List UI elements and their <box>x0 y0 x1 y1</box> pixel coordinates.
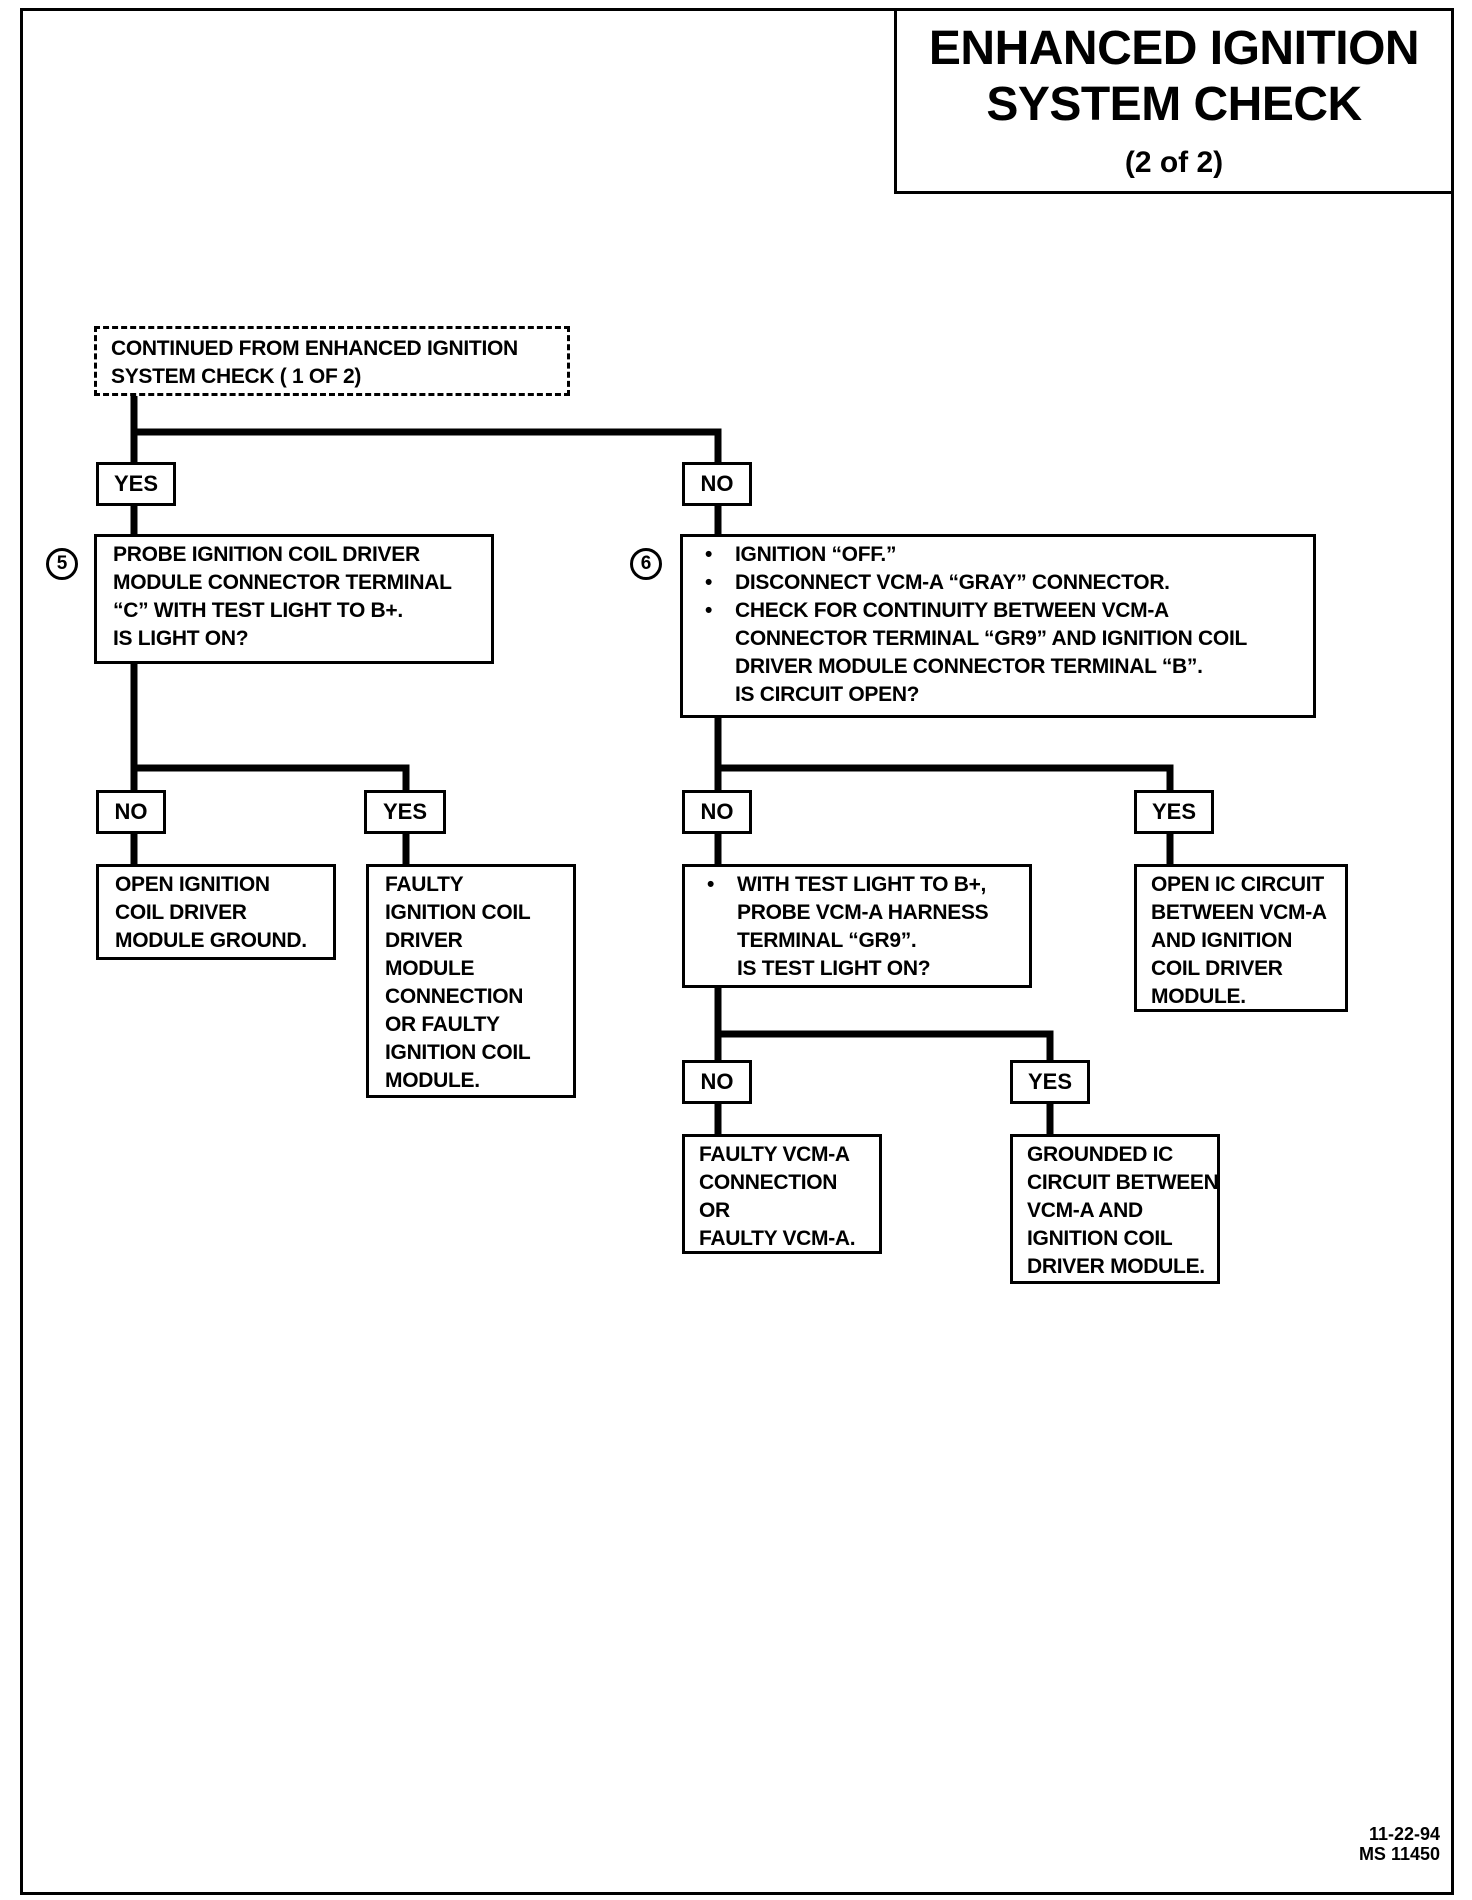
result-grounded-ic-line-2: CIRCUIT BETWEEN <box>1027 1171 1219 1194</box>
yes-text: YES <box>382 799 428 824</box>
step-5-question: IS LIGHT ON? <box>113 627 249 650</box>
continued-line-2: SYSTEM CHECK ( 1 OF 2) <box>111 365 362 388</box>
result-faulty-module-line-1: FAULTY <box>385 873 464 896</box>
step-5-line-2: MODULE CONNECTOR TERMINAL <box>113 571 452 594</box>
result-faulty-module-line-3: DRIVER <box>385 929 463 952</box>
probe-vcm-bullet-line-1: WITH TEST LIGHT TO B+, <box>701 871 1029 899</box>
no-text: NO <box>700 799 734 824</box>
yes-text: YES <box>1151 799 1197 824</box>
result-open-ic-line-2: BETWEEN VCM-A <box>1151 901 1327 924</box>
title-page-indicator: (2 of 2) <box>1124 146 1224 179</box>
result-grounded-ic-line-1: GROUNDED IC <box>1027 1143 1174 1166</box>
yes-label-step6: YES <box>1134 790 1214 834</box>
no-label-step6: NO <box>682 790 752 834</box>
result-faulty-vcm-line-1: FAULTY VCM-A <box>699 1143 850 1166</box>
probe-vcm-bullet-line-2: PROBE VCM-A HARNESS <box>737 901 989 924</box>
result-faulty-module-line-2: IGNITION COIL <box>385 901 531 924</box>
result-open-ic-line-5: MODULE. <box>1151 985 1246 1008</box>
continued-from-box: CONTINUED FROM ENHANCED IGNITION SYSTEM … <box>94 326 570 396</box>
yes-label-probe: YES <box>1010 1060 1090 1104</box>
title-line-2: SYSTEM CHECK <box>986 78 1362 131</box>
result-faulty-vcm-line-4: FAULTY VCM-A. <box>699 1227 856 1250</box>
connector-start-split <box>130 388 722 466</box>
title-box: ENHANCED IGNITION SYSTEM CHECK (2 of 2) <box>894 8 1454 194</box>
continued-line-1: CONTINUED FROM ENHANCED IGNITION <box>111 337 518 360</box>
step-5-number: 5 <box>46 548 78 580</box>
no-label-step5: NO <box>96 790 166 834</box>
yes-label-start: YES <box>96 462 176 506</box>
result-faulty-module-line-8: MODULE. <box>385 1069 480 1092</box>
probe-vcm-box: WITH TEST LIGHT TO B+, PROBE VCM-A HARNE… <box>682 864 1032 988</box>
footer-code: MS 11450 <box>1358 1844 1440 1864</box>
step-6-number-text: 6 <box>640 553 652 574</box>
yes-text: YES <box>1027 1069 1073 1094</box>
result-grounded-ic-line-4: IGNITION COIL <box>1027 1227 1173 1250</box>
result-open-ic-line-4: COIL DRIVER <box>1151 957 1283 980</box>
result-grounded-ic-line-3: VCM-A AND <box>1027 1199 1143 1222</box>
step-6-question: IS CIRCUIT OPEN? <box>735 683 920 706</box>
result-open-ic-box: OPEN IC CIRCUIT BETWEEN VCM-A AND IGNITI… <box>1134 864 1348 1012</box>
step-6-bullet-3-line-2: CONNECTOR TERMINAL “GR9” AND IGNITION CO… <box>735 627 1248 650</box>
probe-vcm-bullet-line-3: TERMINAL “GR9”. <box>737 929 917 952</box>
result-open-ground-box: OPEN IGNITION COIL DRIVER MODULE GROUND. <box>96 864 336 960</box>
result-faulty-vcm-line-3: OR <box>699 1199 730 1222</box>
result-faulty-module-box: FAULTY IGNITION COIL DRIVER MODULE CONNE… <box>366 864 576 1098</box>
probe-vcm-question: IS TEST LIGHT ON? <box>737 957 931 980</box>
result-grounded-ic-line-5: DRIVER MODULE. <box>1027 1255 1205 1278</box>
no-text: NO <box>700 471 734 496</box>
result-open-ic-line-1: OPEN IC CIRCUIT <box>1151 873 1324 896</box>
result-open-ground-line-2: COIL DRIVER <box>115 901 247 924</box>
result-open-ground-line-1: OPEN IGNITION <box>115 873 270 896</box>
result-faulty-module-line-4: MODULE <box>385 957 475 980</box>
step-5-number-text: 5 <box>56 553 68 574</box>
footer-reference: 11-22-94 MS 11450 <box>1359 1824 1440 1864</box>
result-faulty-module-line-7: IGNITION COIL <box>385 1041 531 1064</box>
no-label-probe: NO <box>682 1060 752 1104</box>
title-line-1: ENHANCED IGNITION <box>928 22 1420 75</box>
step-5-line-1: PROBE IGNITION COIL DRIVER <box>113 543 420 566</box>
connector-probe-split <box>714 982 1054 1064</box>
step-6-number: 6 <box>630 548 662 580</box>
no-label-start: NO <box>682 462 752 506</box>
page-frame <box>20 8 1454 1895</box>
step-6-bullet-1: IGNITION “OFF.” <box>699 541 1313 569</box>
step-6-bullet-3: CHECK FOR CONTINUITY BETWEEN VCM-A <box>699 597 1313 625</box>
connector-step5-split <box>130 658 410 794</box>
result-faulty-module-line-6: OR FAULTY <box>385 1013 500 1036</box>
result-open-ic-line-3: AND IGNITION <box>1151 929 1293 952</box>
result-faulty-vcm-line-2: CONNECTION <box>699 1171 838 1194</box>
step-6-bullet-3-line-3: DRIVER MODULE CONNECTOR TERMINAL “B”. <box>735 655 1203 678</box>
result-faulty-vcm-box: FAULTY VCM-A CONNECTION OR FAULTY VCM-A. <box>682 1134 882 1254</box>
footer-date: 11-22-94 <box>1368 1824 1440 1844</box>
yes-label-step5: YES <box>364 790 446 834</box>
result-grounded-ic-box: GROUNDED IC CIRCUIT BETWEEN VCM-A AND IG… <box>1010 1134 1220 1284</box>
step-5-line-3: “C” WITH TEST LIGHT TO B+. <box>113 599 403 622</box>
step-5-box: PROBE IGNITION COIL DRIVER MODULE CONNEC… <box>94 534 494 664</box>
result-open-ground-line-3: MODULE GROUND. <box>115 929 307 952</box>
connector-step6-split <box>714 712 1174 794</box>
no-text: NO <box>114 799 148 824</box>
step-6-bullet-2: DISCONNECT VCM-A “GRAY” CONNECTOR. <box>699 569 1313 597</box>
step-6-box: IGNITION “OFF.” DISCONNECT VCM-A “GRAY” … <box>680 534 1316 718</box>
yes-text: YES <box>113 471 159 496</box>
no-text: NO <box>700 1069 734 1094</box>
result-faulty-module-line-5: CONNECTION <box>385 985 524 1008</box>
